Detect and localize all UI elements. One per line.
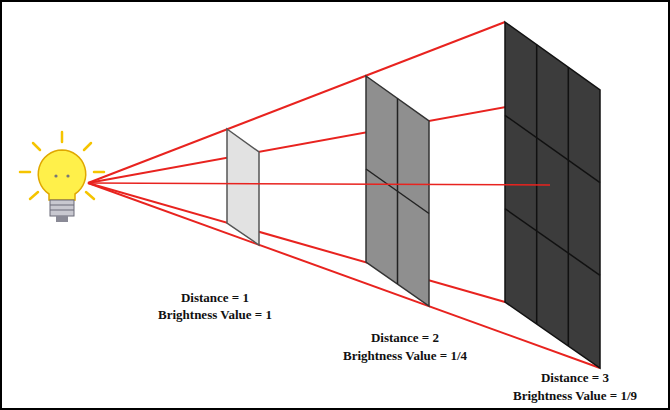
distance-brightness-label: Brightness Value = 1/9: [513, 388, 637, 403]
light-rays: [88, 22, 600, 368]
distance-brightness-label: Distance = 1: [181, 290, 249, 305]
panel-3: [505, 22, 600, 368]
panel-2: [366, 76, 429, 306]
distance-brightness-label: Brightness Value = 1: [158, 307, 272, 322]
center-ray: [88, 183, 550, 185]
distance-brightness-label: Brightness Value = 1/4: [343, 348, 467, 363]
distance-brightness-label: Distance = 3: [541, 370, 609, 385]
distance-brightness-label: Distance = 2: [371, 330, 439, 345]
light-bulb: [20, 132, 104, 222]
panel-1: [227, 129, 259, 245]
